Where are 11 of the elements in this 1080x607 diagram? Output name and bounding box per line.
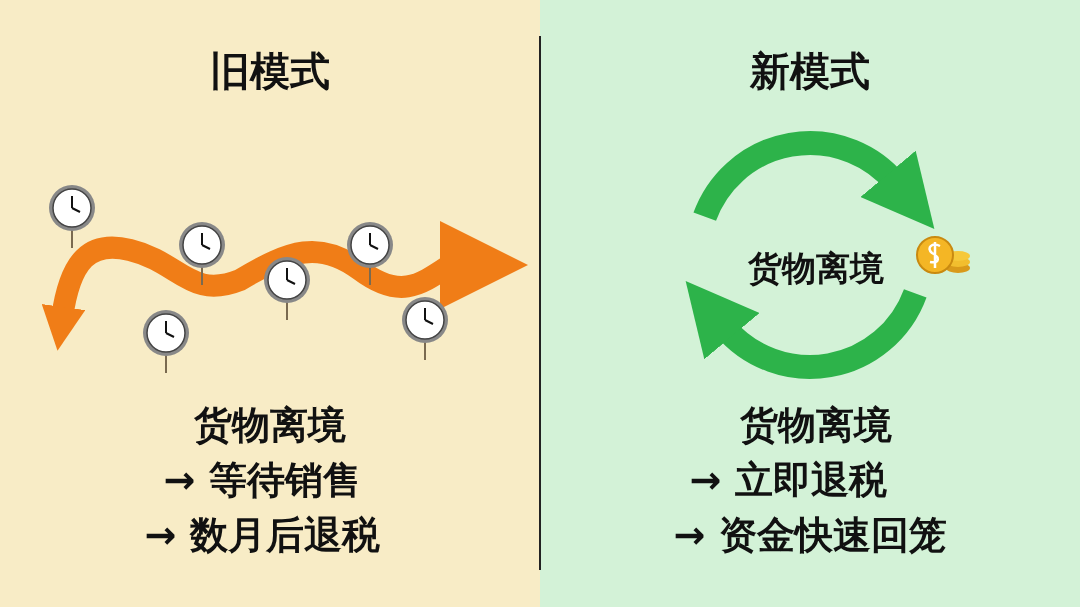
step-text: → 等待销售 xyxy=(163,457,361,504)
panel-title: 新模式 xyxy=(749,47,871,96)
step-text: 货物离境 xyxy=(740,402,892,449)
panel-background xyxy=(0,0,540,607)
step-text: 货物离境 xyxy=(748,247,884,290)
panel-title: 旧模式 xyxy=(209,47,331,96)
step-text: 货物离境 xyxy=(194,402,346,449)
step-text: → 资金快速回笼 xyxy=(673,512,947,559)
panel-background xyxy=(540,0,1080,607)
step-text: → 立即退税 xyxy=(689,457,887,504)
step-text: → 数月后退税 xyxy=(144,512,380,559)
